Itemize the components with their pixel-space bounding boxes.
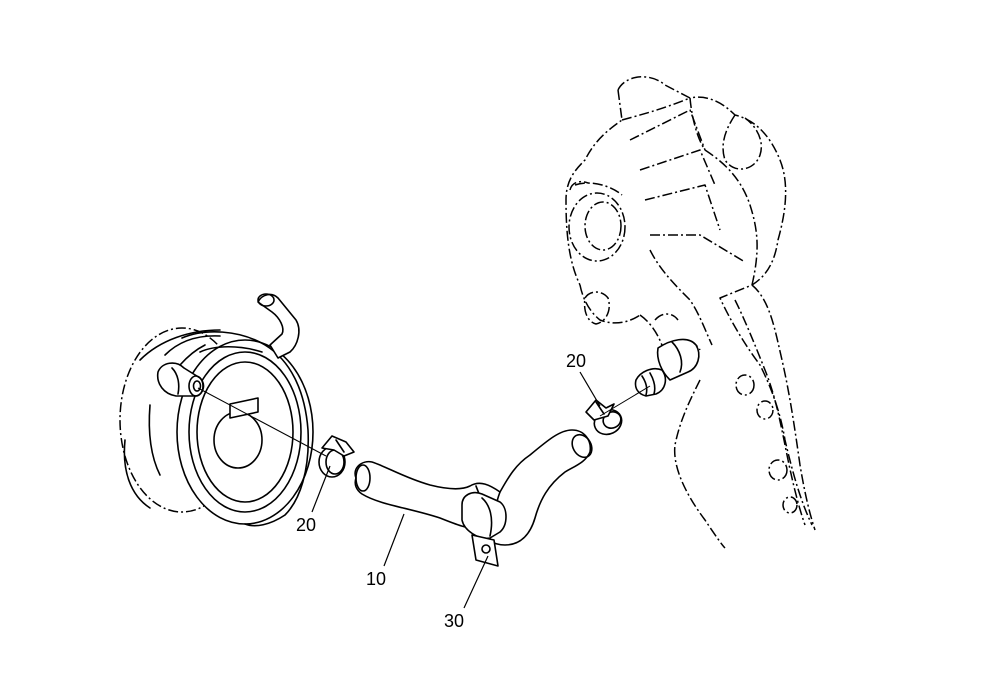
assembly-axis-lines [197,385,651,457]
engine-housing [565,76,816,549]
hose-clamp-right [585,399,623,436]
hose-bracket [461,491,507,567]
callout-hose: 10 [366,569,386,589]
engine-outlet-fitting [634,338,700,397]
callout-clamp-right: 20 [566,351,586,371]
leader-lines [311,371,601,609]
hose-clamp-left [318,435,355,478]
callout-clamp-left: 20 [296,515,316,535]
oil-cooler [119,293,314,527]
callout-bracket: 30 [444,611,464,631]
